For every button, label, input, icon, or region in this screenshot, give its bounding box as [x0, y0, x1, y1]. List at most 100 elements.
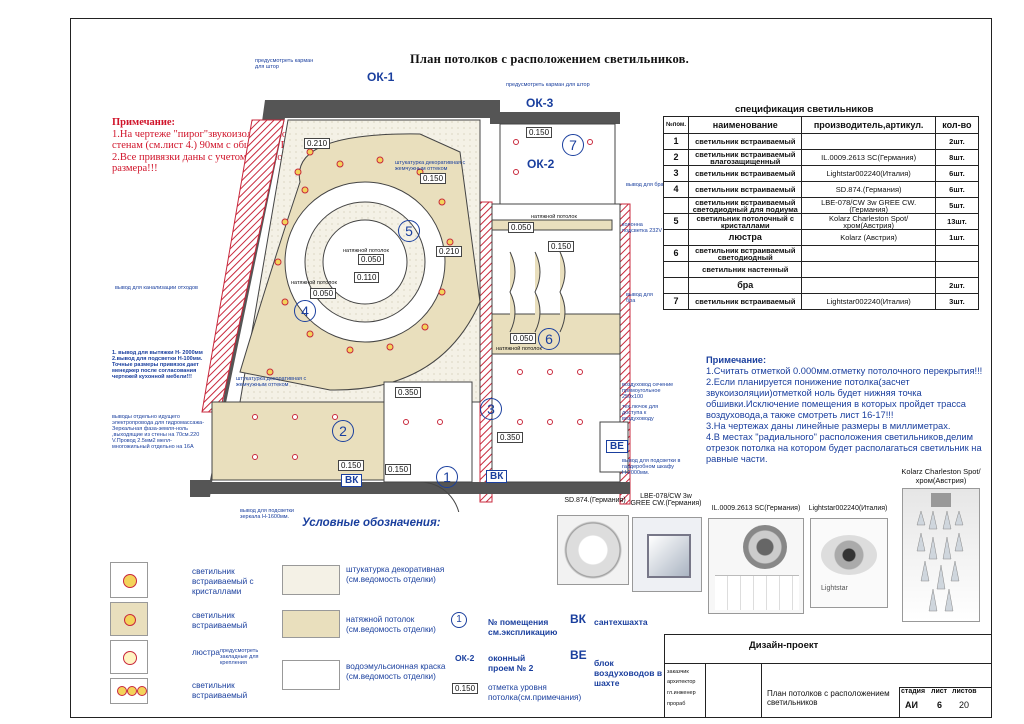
spec-title: спецификация светильников — [735, 104, 874, 115]
blue-note: Примечание: 1.Считать отметкой 0.000мм.о… — [706, 355, 986, 465]
legend-text: натяжной потолок (см.ведомость отделки) — [346, 615, 436, 634]
spec-cell — [801, 133, 936, 150]
spec-table: №пом. наименование производитель,артикул… — [662, 116, 980, 310]
title-block-header — [665, 635, 991, 664]
spec-cell: 4 — [662, 181, 690, 198]
legend-text: светильник встраиваемый с кристаллами — [192, 567, 254, 596]
bk-shaft-tag: ВК — [341, 474, 363, 487]
spec-cell — [662, 277, 690, 294]
spec-cell — [801, 277, 936, 294]
blue-note-line: 3.На чертежах даны линейные размеры в ми… — [706, 421, 951, 431]
spec-cell: 1шт. — [934, 229, 980, 246]
spec-cell: 13шт. — [934, 213, 980, 230]
spec-cell: Lightstar002240(Италия) — [801, 165, 936, 182]
legend-text: № помещения см.экспликацию — [488, 617, 558, 637]
ceiling-level: 0.150 — [338, 460, 365, 471]
room-number: 7 — [562, 134, 584, 156]
annotation: предусмотреть карман для штор — [255, 58, 314, 70]
blue-note-line: 4.В местах "радиального" расположения св… — [706, 432, 982, 464]
sheets-value: 20 — [959, 700, 970, 710]
spec-cell — [934, 261, 980, 278]
spec-cell: Kolarz Charleston Spot/хром(Австрия) — [801, 213, 936, 230]
ceiling-level: 0.110 — [354, 272, 380, 283]
spec-cell: 5 — [662, 213, 690, 230]
annotation: вывод для подсветки зеркала Н-1600мм. — [240, 508, 294, 520]
spec-cell: 8шт. — [934, 149, 980, 166]
led-strip-icon — [110, 678, 148, 704]
ceiling-level: 0.150 — [385, 464, 412, 475]
plaster-swatch — [282, 565, 340, 595]
stage-header: стадия — [901, 688, 926, 695]
spec-cell: люстра — [688, 229, 803, 246]
annotation: вывод для подсветки в гардеробном шкафу … — [622, 458, 681, 476]
room-number: 1 — [436, 466, 458, 488]
role: архитектор — [667, 679, 696, 685]
annotation: натяжной потолок — [291, 280, 337, 286]
annotation: натяжной потолок — [343, 248, 389, 254]
spec-cell — [662, 261, 690, 278]
annotation: натяжной потолок — [496, 346, 542, 352]
spec-cell: 7 — [662, 293, 690, 310]
ceiling-level: 0.350 — [395, 387, 422, 398]
room-number: 4 — [294, 300, 316, 322]
spec-cell — [662, 197, 690, 214]
red-note: Примечание: 1.На чертеже "пирог"звукоизо… — [112, 117, 312, 175]
ceiling-level: 0.150 — [420, 173, 447, 184]
blue-note-line: 2.Если планируется понижение потолка(зас… — [706, 377, 966, 420]
spec-cell: 6 — [662, 245, 690, 262]
annotation: вывод для бра — [626, 292, 653, 304]
sheet-info — [899, 687, 992, 718]
project-name: Дизайн-проект — [749, 640, 819, 651]
spec-header: наименование — [688, 116, 803, 134]
ceiling-level: 0.350 — [497, 432, 524, 443]
legend-text: светильник встраиваемый — [192, 681, 248, 700]
annotation: воздуховод сечение прямоугольное 250х100 — [622, 382, 674, 400]
annotation: 1. вывод для вытяжки Н- 2000мм 2.вывод д… — [112, 350, 203, 380]
spec-cell: 3шт. — [934, 293, 980, 310]
spec-cell: IL.0009.2613 SC(Германия) — [801, 149, 936, 166]
spec-cell: светильник встраиваемый светодиодный — [688, 245, 803, 262]
ls-photo: Lightstar — [810, 518, 888, 608]
spec-cell: 6шт. — [934, 165, 980, 182]
photo-caption: SD.874.(Германия) — [564, 497, 626, 504]
bk-symbol: ВК — [570, 612, 586, 626]
photo-caption: IL.0009.2613 SC(Германия) — [711, 505, 801, 512]
spec-cell: светильник встраиваемый — [688, 181, 803, 198]
sheets-header: листов — [952, 688, 977, 695]
kolarz-photo — [902, 488, 980, 622]
drawing-frame — [70, 18, 992, 718]
spec-cell: 1 — [662, 133, 690, 150]
legend-text: оконный проем № 2 — [488, 653, 534, 673]
ceiling-level: 0.150 — [526, 127, 553, 138]
spec-header-row: №пом. наименование производитель,артикул… — [662, 116, 980, 134]
roles-col — [665, 663, 706, 717]
il-photo — [708, 518, 804, 614]
spec-cell: SD.874.(Германия) — [801, 181, 936, 198]
spec-row: светильник встраиваемый светодиодный для… — [662, 197, 980, 214]
red-note-line: 1.На чертеже "пирог"звукоизоляции по сте… — [112, 128, 312, 152]
crystal-lamp-icon — [916, 493, 964, 612]
bk-shaft-tag: ВК — [486, 470, 508, 483]
spec-cell: 2 — [662, 149, 690, 166]
annotation: колонна подсветка 232V — [622, 222, 663, 234]
ceiling-level: 0.210 — [436, 246, 463, 257]
legend-text: сантехшахта — [594, 617, 648, 627]
ve-symbol: ВЕ — [570, 648, 587, 662]
stage-value: АИ — [905, 700, 918, 710]
spec-cell: 2шт. — [934, 133, 980, 150]
legend-text: блок воздуховодов в шахте — [594, 658, 663, 688]
spec-header: производитель,артикул. — [801, 116, 936, 134]
lightstar-logo: Lightstar — [821, 585, 848, 592]
paint-swatch — [282, 660, 340, 690]
lbe-photo — [632, 517, 702, 592]
blue-note-heading: Примечание: — [706, 355, 767, 365]
sheet-value: 6 — [937, 700, 943, 710]
stretch-ceiling-swatch — [282, 610, 340, 638]
